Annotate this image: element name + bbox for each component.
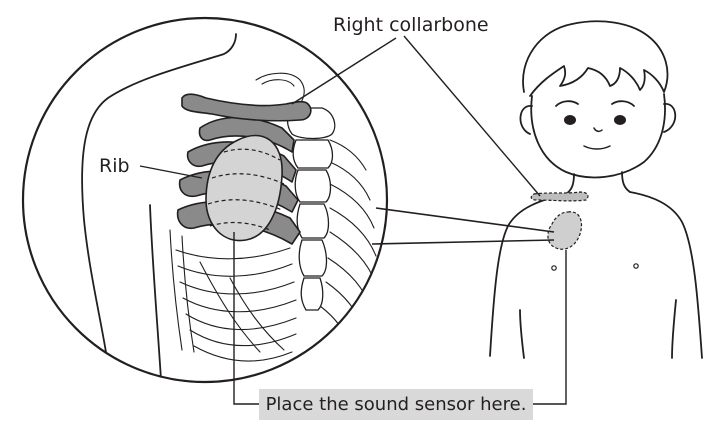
child-hair xyxy=(522,20,669,97)
child-nipples xyxy=(551,263,639,271)
zoom-circle xyxy=(21,16,389,384)
collarbone-bone xyxy=(181,93,312,122)
leader-collarbone xyxy=(403,35,541,197)
leader-sensor-zoom xyxy=(233,232,259,405)
label-sensor-instruction: Place the sound sensor here. xyxy=(259,389,533,420)
child-torso xyxy=(489,193,567,357)
leader-lines xyxy=(139,35,567,405)
child-collarbone-marker xyxy=(530,191,589,202)
leader-collarbone-zoom xyxy=(291,37,397,105)
child-figure xyxy=(489,20,703,359)
leader-sensor-child xyxy=(533,250,567,405)
leader-rib xyxy=(139,165,203,179)
child-sensor-spot xyxy=(547,211,583,250)
label-rib: Rib xyxy=(99,155,130,177)
label-right-collarbone: Right collarbone xyxy=(333,14,489,36)
body-outline xyxy=(81,33,237,382)
child-eyes xyxy=(564,115,626,125)
child-face xyxy=(530,93,666,179)
zoom-connectors xyxy=(371,207,555,245)
sternum xyxy=(286,107,336,311)
lung-area xyxy=(205,134,285,242)
